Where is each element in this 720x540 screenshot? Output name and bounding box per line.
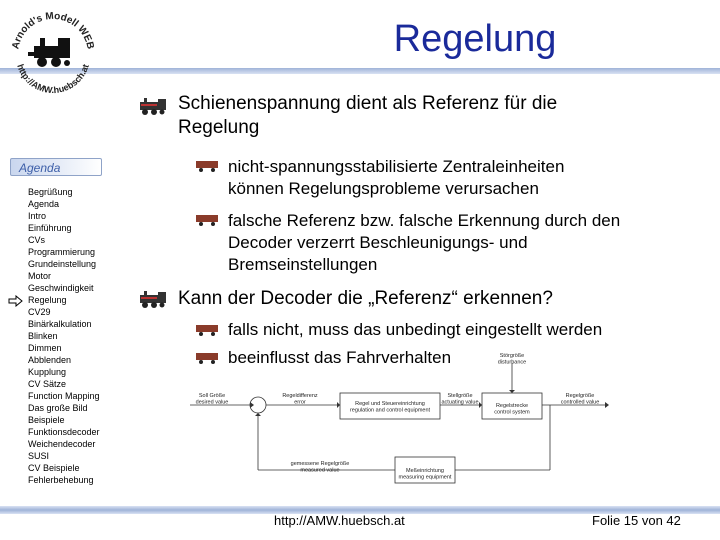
agenda-item[interactable]: Weichendecoder <box>28 439 96 449</box>
amw-logo: Arnold's Modell WEB http://AMW.huebsch.a… <box>10 11 95 96</box>
agenda-item[interactable]: Abblenden <box>28 355 72 365</box>
agenda-item[interactable]: Kupplung <box>28 367 67 377</box>
slide-title: Regelung <box>393 18 557 60</box>
footer-page-number: Folie 15 von 42 <box>592 513 681 528</box>
agenda-item[interactable]: Motor <box>28 271 52 281</box>
agenda-item[interactable]: Function Mapping <box>28 391 100 401</box>
bullet-1-sub-1: nicht-spannungsstabilisierte Zentraleinh… <box>228 156 564 200</box>
svg-text:http://AMW.huebsch.at: http://AMW.huebsch.at <box>15 63 91 96</box>
agenda-item[interactable]: CV Sätze <box>28 379 67 389</box>
bullet-1: Schienenspannung dient als Referenz für … <box>178 92 557 140</box>
svg-text:Arnold's Modell WEB: Arnold's Modell WEB <box>10 11 95 50</box>
agenda-item[interactable]: Beispiele <box>28 415 65 425</box>
bullet-2-sub-2: beeinflusst das Fahrverhalten <box>228 348 452 367</box>
agenda-item[interactable]: CVs <box>28 235 46 245</box>
agenda-item[interactable]: Binärkalkulation <box>28 319 92 329</box>
wagon-bullet-icon <box>196 161 218 172</box>
bullet-2: Kann der Decoder die „Referenz“ erkennen… <box>178 288 553 309</box>
logo-text-bottom: http://AMW.huebsch.at <box>15 63 91 96</box>
agenda-item[interactable]: CV29 <box>28 307 51 317</box>
bullet-1-sub-2: falsche Referenz bzw. falsche Erkennung … <box>228 210 620 276</box>
agenda-item[interactable]: SUSI <box>28 451 50 461</box>
agenda-item[interactable]: Geschwindigkeit <box>28 283 94 293</box>
agenda-item[interactable]: Fehlerbehebung <box>28 475 94 485</box>
current-item-arrow-icon <box>8 295 23 307</box>
agenda-item[interactable]: Das große Bild <box>28 403 88 413</box>
agenda-item[interactable]: Einführung <box>28 223 72 233</box>
agenda-item[interactable]: Blinken <box>28 331 58 341</box>
agenda-item[interactable]: Begrüßung <box>28 187 73 197</box>
footer-divider <box>0 506 720 514</box>
bullet-text: Bremseinstellungen <box>228 255 378 274</box>
wagon-bullet-icon <box>196 353 218 364</box>
wagon-bullet-icon <box>196 215 218 226</box>
bullet-text: falsche Referenz bzw. falsche Erkennung … <box>228 211 621 230</box>
agenda-header: Agenda <box>10 158 102 176</box>
agenda-item[interactable]: Intro <box>28 211 47 221</box>
wagon-bullet-icon <box>196 325 218 336</box>
bullet-text: nicht-spannungsstabilisierte Zentraleinh… <box>228 157 565 176</box>
bullet-text: können Regelungsprobleme verursachen <box>228 179 539 198</box>
agenda-item[interactable]: Agenda <box>28 199 60 209</box>
agenda-item[interactable]: Dimmen <box>28 343 62 353</box>
footer-url-link[interactable]: http://AMW.huebsch.at <box>274 513 405 528</box>
agenda-item[interactable]: CV Beispiele <box>28 463 80 473</box>
bullet-1-line: Regelung <box>178 117 260 138</box>
logo-text-top: Arnold's Modell WEB <box>10 11 95 50</box>
locomotive-bullet-icon <box>140 98 166 115</box>
agenda-item[interactable]: Funktionsdecoder <box>28 427 100 437</box>
agenda-item[interactable]: Grundeinstellung <box>28 259 97 269</box>
bullet-1-line: Schienenspannung dient als Referenz für … <box>178 93 558 114</box>
locomotive-icon <box>28 38 70 67</box>
agenda-item[interactable]: Programmierung <box>28 247 96 257</box>
title-divider <box>0 68 720 74</box>
agenda-item-current[interactable]: Regelung <box>28 295 67 305</box>
bullet-2-sub-1: falls nicht, muss das unbedingt eingeste… <box>228 320 603 339</box>
locomotive-bullet-icon <box>140 291 166 308</box>
bullet-text: Decoder verzerrt Beschleunigungs- und <box>228 233 528 252</box>
agenda-list: Begrüßung Agenda Intro Einführung CVs Pr… <box>28 186 128 486</box>
